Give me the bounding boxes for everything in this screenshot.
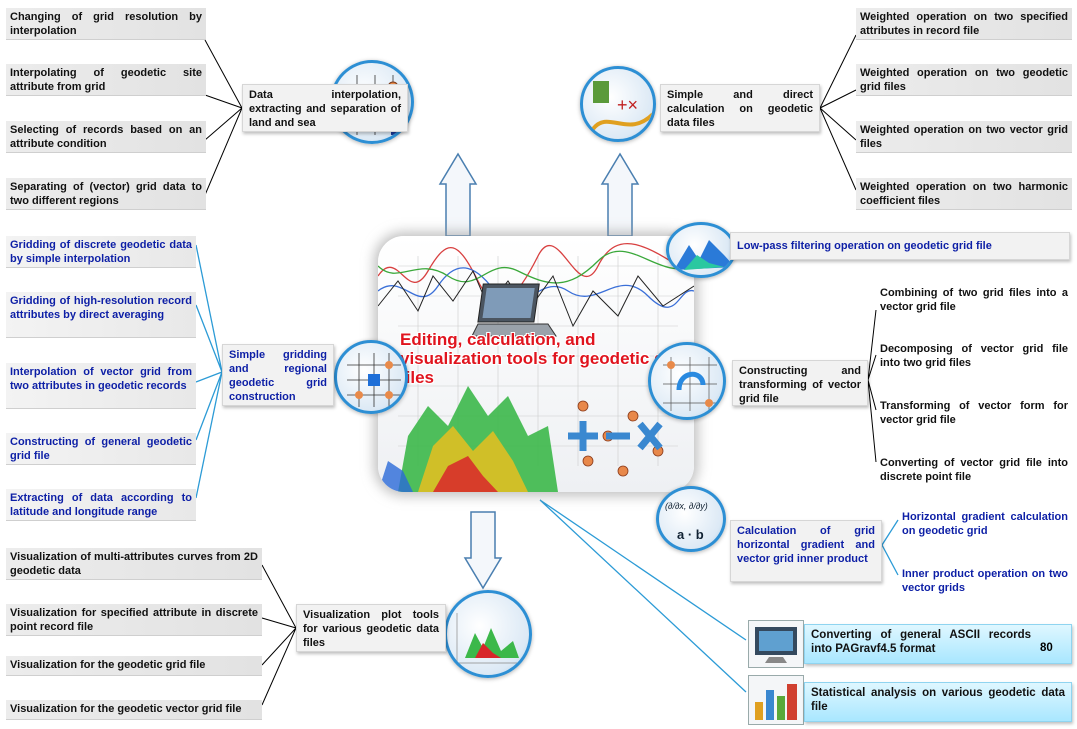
vector-connectors bbox=[867, 309, 877, 463]
visualization-item-4: Visualization for the geodetic vector gr… bbox=[6, 700, 262, 720]
visualization-item-1: Visualization of multi-attributes curves… bbox=[6, 548, 262, 580]
gridding-hub: Simple gridding and regional geodetic gr… bbox=[222, 344, 334, 406]
gridding-item-5: Extracting of data according to latitude… bbox=[6, 489, 196, 521]
statistics-thumbnail bbox=[748, 675, 804, 725]
gridding-item-4: Constructing of general geodetic grid fi… bbox=[6, 433, 196, 465]
calculation-hub: Simple and direct calculation on geodeti… bbox=[660, 84, 820, 132]
central-title: Editing, calculation, and visualization … bbox=[400, 330, 690, 387]
visualization-icon bbox=[444, 590, 532, 678]
interpolation-item-3: Selecting of records based on an attribu… bbox=[6, 121, 206, 153]
gradient-hub: Calculation of grid horizontal gradient … bbox=[730, 520, 882, 582]
gridding-item-3: Interpolation of vector grid from two at… bbox=[6, 363, 196, 409]
page-number: 80 bbox=[1040, 642, 1053, 654]
gradient-formula-icon: (∂/∂x, ∂/∂y) a · b bbox=[656, 486, 726, 552]
svg-text:+×: +× bbox=[617, 95, 638, 115]
gridding-icon bbox=[334, 340, 408, 414]
interpolation-item-2: Interpolating of geodetic site attribute… bbox=[6, 64, 206, 96]
formula-gradient: (∂/∂x, ∂/∂y) bbox=[665, 501, 708, 511]
statistics-hub: Statistical analysis on various geodetic… bbox=[804, 682, 1072, 722]
interpolation-item-1: Changing of grid resolution by interpola… bbox=[6, 8, 206, 40]
gridding-connectors bbox=[195, 244, 223, 499]
calculation-item-3: Weighted operation on two vector grid fi… bbox=[856, 121, 1072, 153]
vector-item-1: Combining of two grid files into a vecto… bbox=[880, 287, 1068, 313]
interpolation-connectors bbox=[204, 39, 243, 196]
visualization-connectors bbox=[261, 564, 297, 706]
calculation-item-4: Weighted operation on two harmonic coeff… bbox=[856, 178, 1072, 210]
interpolation-hub: Data interpolation, extracting and separ… bbox=[242, 84, 408, 132]
vector-item-4: Converting of vector grid file into disc… bbox=[880, 457, 1068, 483]
gridding-item-1: Gridding of discrete geodetic data by si… bbox=[6, 236, 196, 268]
gradient-item-2: Inner product operation on two vector gr… bbox=[902, 568, 1068, 594]
formula-product: a · b bbox=[677, 527, 704, 542]
converting-hub: Converting of general ASCII records into… bbox=[804, 624, 1072, 664]
vector-item-2: Decomposing of vector grid file into two… bbox=[880, 343, 1068, 369]
visualization-hub: Visualization plot tools for various geo… bbox=[296, 604, 446, 652]
gradient-item-1: Horizontal gradient calculation on geode… bbox=[902, 511, 1068, 537]
interpolation-item-4: Separating of (vector) grid data to two … bbox=[6, 178, 206, 210]
filtering-hub: Low-pass filtering operation on geodetic… bbox=[730, 232, 1070, 260]
up-arrow-left bbox=[438, 152, 478, 237]
vector-item-3: Transforming of vector form for vector g… bbox=[880, 400, 1068, 426]
calculation-item-1: Weighted operation on two specified attr… bbox=[856, 8, 1072, 40]
calculation-item-2: Weighted operation on two geodetic grid … bbox=[856, 64, 1072, 96]
visualization-item-2: Visualization for specified attribute in… bbox=[6, 604, 262, 636]
up-arrow-right bbox=[600, 152, 640, 237]
central-illustration bbox=[378, 236, 694, 492]
calculation-connectors bbox=[819, 34, 857, 191]
bottom-right-connectors bbox=[539, 499, 747, 693]
visualization-item-3: Visualization for the geodetic grid file bbox=[6, 656, 262, 676]
down-arrow bbox=[463, 511, 503, 590]
central-graphics bbox=[378, 242, 694, 492]
filtering-surface-icon bbox=[666, 222, 736, 278]
calculation-icon: +× bbox=[580, 66, 656, 142]
vector-grid-icon bbox=[648, 342, 726, 420]
vector-hub: Constructing and transforming of vector … bbox=[732, 360, 868, 406]
gridding-item-2: Gridding of high-resolution record attri… bbox=[6, 292, 196, 338]
gradient-connectors bbox=[881, 519, 899, 576]
converting-thumbnail bbox=[748, 620, 804, 668]
